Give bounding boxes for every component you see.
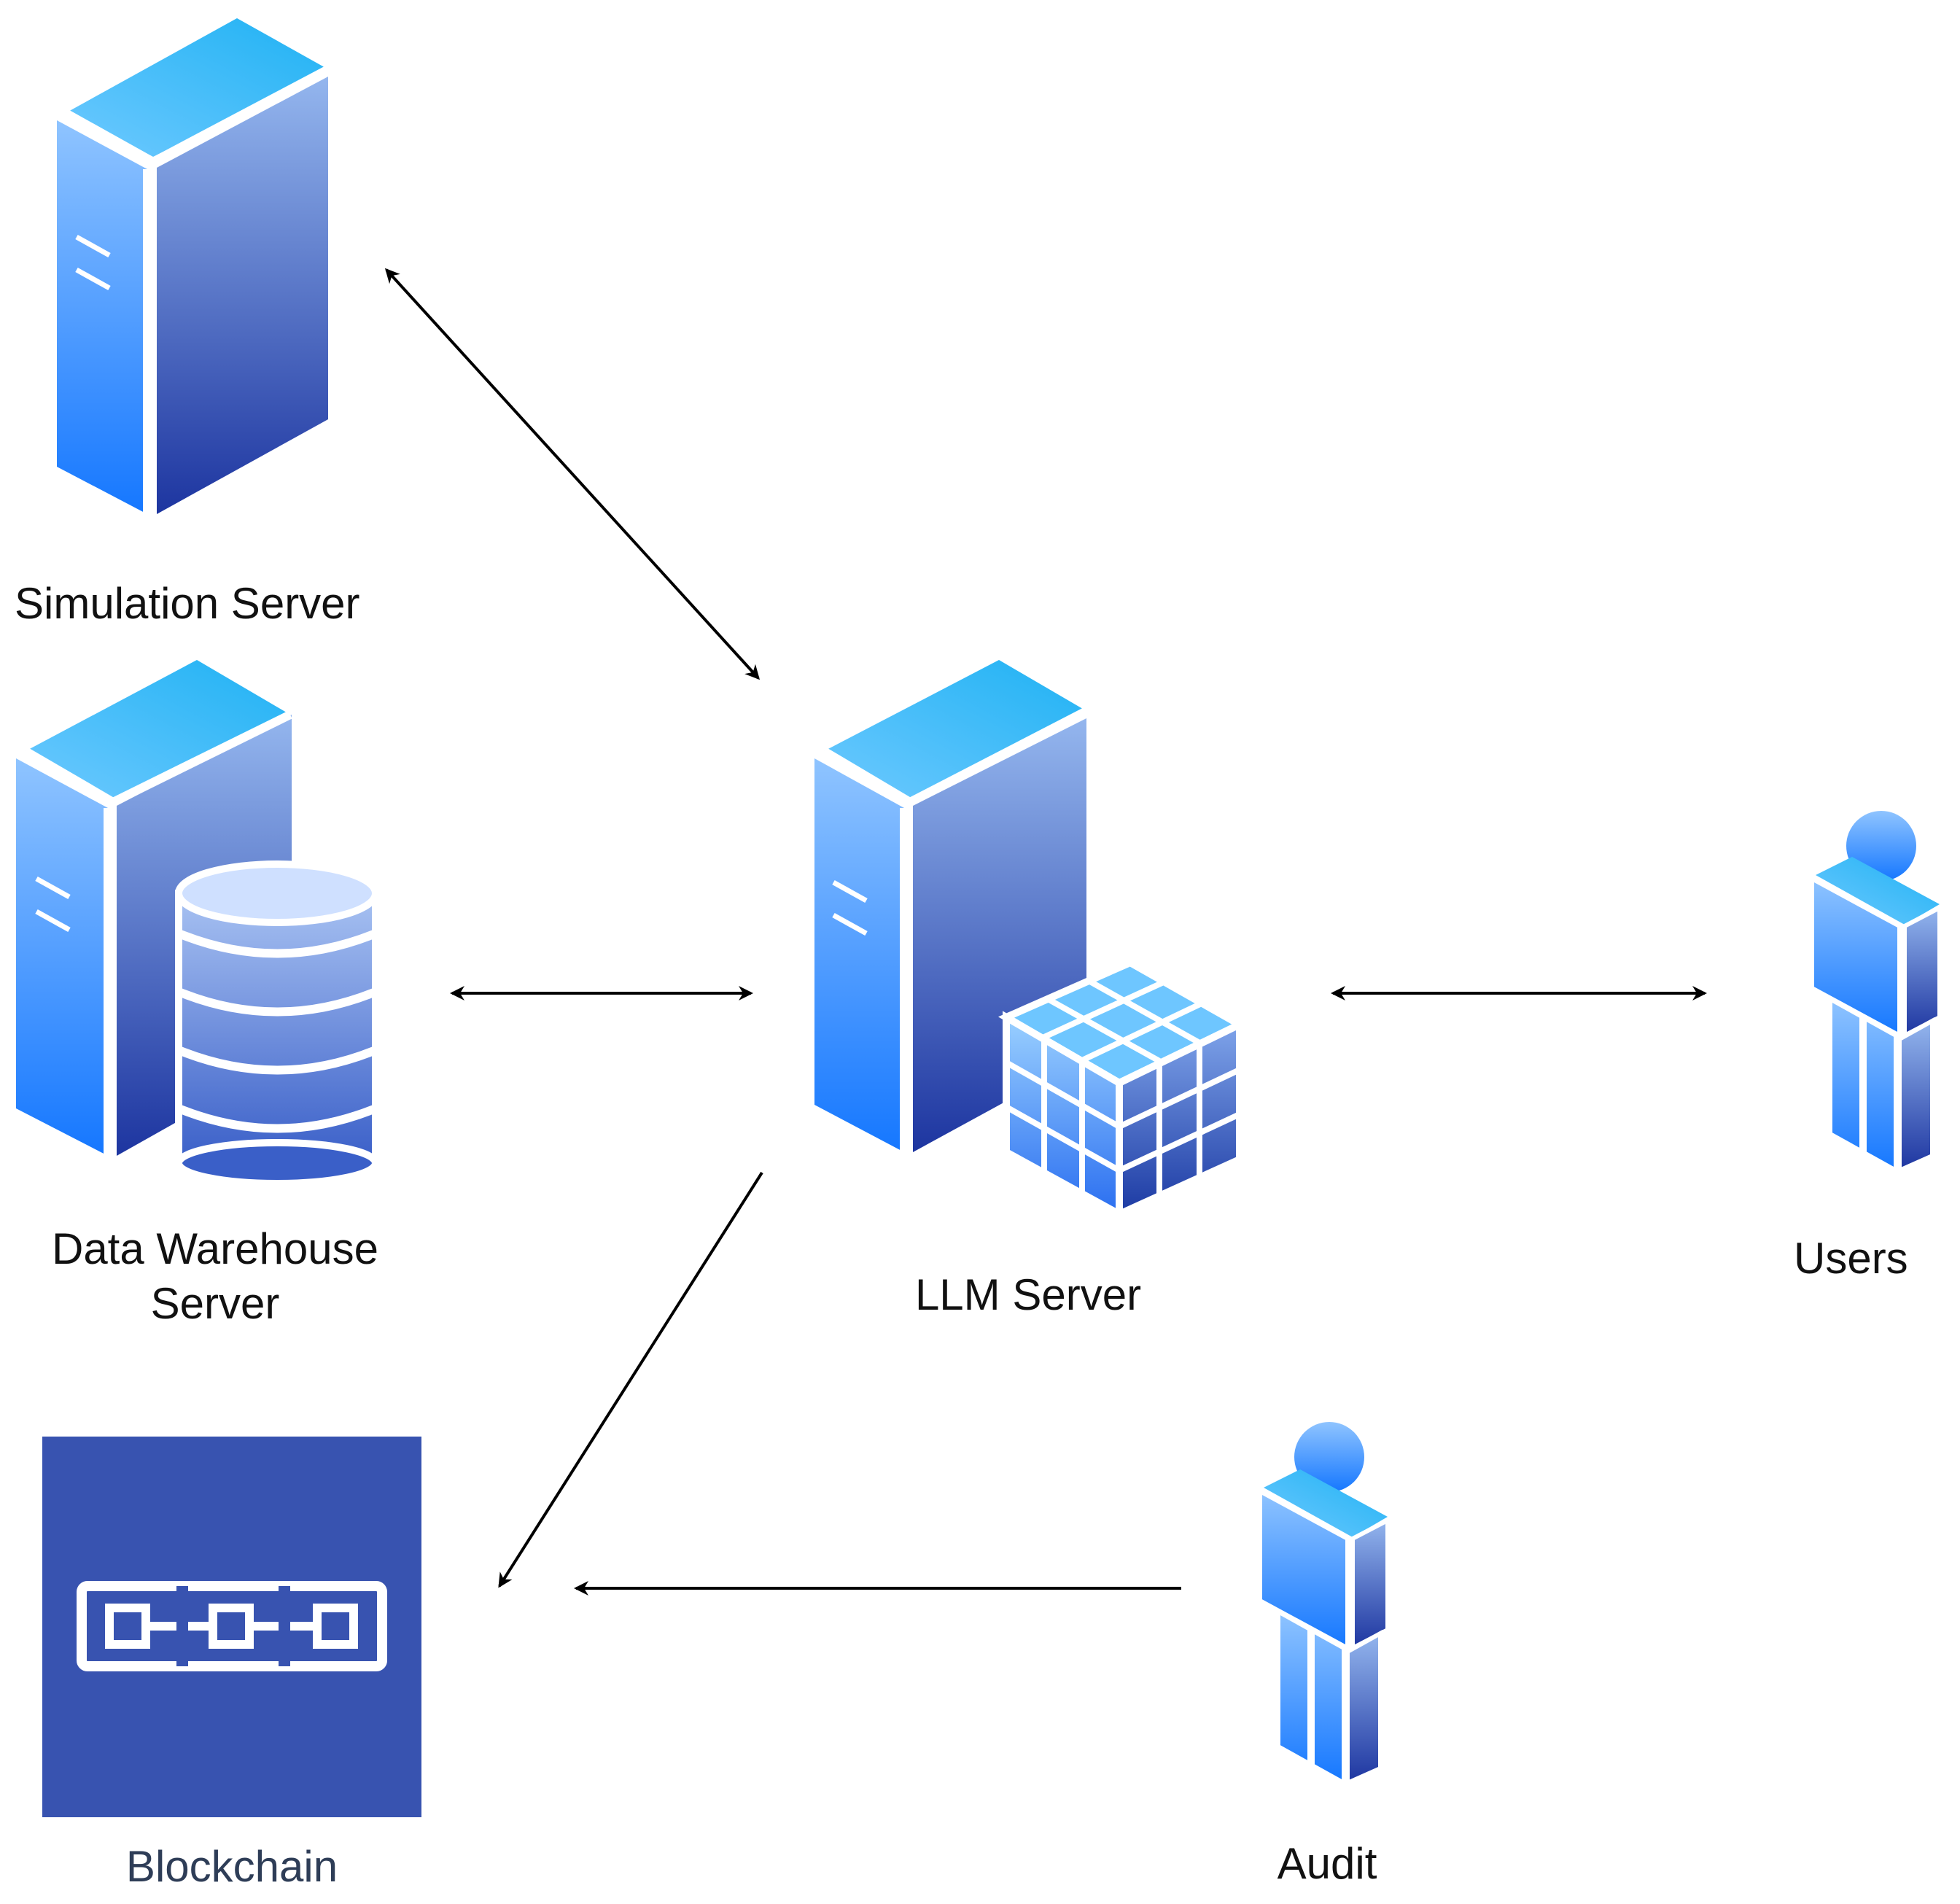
data-warehouse-server-label: Data Warehouse Server bbox=[29, 1221, 401, 1331]
blockchain-icon bbox=[42, 1437, 421, 1817]
cube-grid-icon bbox=[998, 958, 1248, 1221]
audit-label: Audit bbox=[1277, 1839, 1377, 1888]
arrow-llm-blockchain bbox=[498, 1171, 763, 1588]
audit-person-icon bbox=[1258, 1422, 1390, 1787]
users-label: Users bbox=[1794, 1234, 1908, 1283]
data-warehouse-label-line2: Server bbox=[150, 1279, 280, 1328]
arrows bbox=[384, 268, 1707, 1596]
llm-server-label: LLM Server bbox=[914, 1270, 1142, 1319]
database-icon bbox=[175, 860, 379, 1187]
blockchain-label: Blockchain bbox=[125, 1842, 338, 1891]
simulation-server-icon bbox=[57, 18, 330, 514]
compute-server-icon bbox=[814, 660, 1248, 1221]
arrow-simulation-llm bbox=[384, 268, 761, 680]
simulation-server-label: Simulation Server bbox=[15, 579, 360, 628]
database-server-icon bbox=[16, 660, 379, 1187]
users-person-icon bbox=[1810, 811, 1942, 1175]
data-warehouse-label-line1: Data Warehouse bbox=[51, 1224, 378, 1273]
